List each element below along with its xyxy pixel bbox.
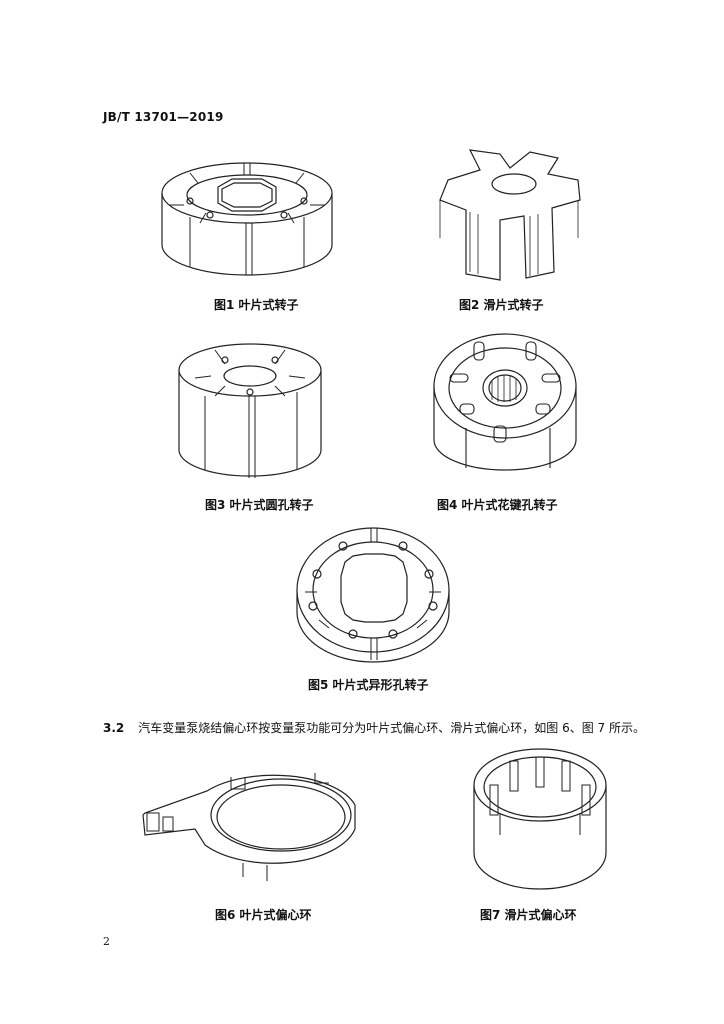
figure-4-caption: 图4 叶片式花键孔转子	[437, 498, 558, 512]
page-number: 2	[103, 935, 110, 948]
figure-5-caption: 图5 叶片式异形孔转子	[308, 678, 429, 692]
figure-7-caption: 图7 滑片式偏心环	[480, 908, 577, 922]
document-code: JB/T 13701—2019	[103, 110, 224, 124]
figure-3-round-hole-rotor	[175, 330, 325, 480]
section-text: 汽车变量泵烧结偏心环按变量泵功能可分为叶片式偏心环、滑片式偏心环，如图 6、图 …	[138, 721, 645, 735]
figure-4-spline-hole-rotor	[430, 330, 580, 480]
section-3-2-paragraph: 3.2 汽车变量泵烧结偏心环按变量泵功能可分为叶片式偏心环、滑片式偏心环，如图 6…	[103, 719, 645, 736]
figure-2-slide-rotor	[430, 140, 590, 285]
figure-1-vane-rotor	[160, 155, 335, 280]
figure-5-shaped-hole-rotor	[293, 520, 453, 665]
figure-7-slide-eccentric-ring	[470, 745, 610, 895]
figure-6-caption: 图6 叶片式偏心环	[215, 908, 312, 922]
figure-2-caption: 图2 滑片式转子	[459, 298, 544, 312]
figure-1-caption: 图1 叶片式转子	[214, 298, 299, 312]
figure-6-vane-eccentric-ring	[135, 765, 360, 890]
section-number: 3.2	[103, 721, 125, 735]
figure-3-caption: 图3 叶片式圆孔转子	[205, 498, 314, 512]
